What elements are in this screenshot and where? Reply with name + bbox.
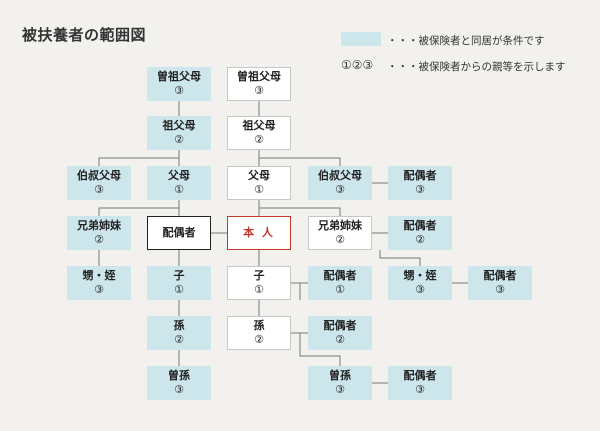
- node-label: 曽祖父母: [157, 70, 201, 83]
- node-label: 孫: [173, 319, 185, 332]
- node-label: 孫: [253, 319, 265, 332]
- node-degree: ③: [415, 283, 425, 296]
- node-degree: ③: [94, 283, 104, 296]
- node-label: 兄弟姉妹: [77, 219, 121, 232]
- node-degree: ②: [254, 133, 264, 146]
- node-label: 父母: [168, 169, 190, 182]
- legend-cohabitation-text: ・・・被保険者と同居が条件です: [387, 35, 545, 47]
- node-degree: ③: [254, 84, 264, 97]
- node-label: 祖父母: [242, 119, 276, 132]
- node-label: 曽孫: [329, 369, 351, 382]
- node-degree: ③: [335, 183, 345, 196]
- node-spouse: 配偶者: [147, 216, 211, 250]
- node-degree: ②: [174, 333, 184, 346]
- node-label: 伯叔父母: [318, 169, 362, 182]
- node-label: 配偶者: [323, 319, 357, 332]
- node-label: 父母: [248, 169, 270, 182]
- node-label: 祖父母: [162, 119, 196, 132]
- node-degree: ②: [94, 233, 104, 246]
- node-label: 配偶者: [483, 269, 517, 282]
- node-degree: ②: [254, 333, 264, 346]
- node-degree: ③: [415, 183, 425, 196]
- node-degree: ①: [335, 283, 345, 296]
- node-label: 子: [253, 269, 265, 282]
- node-degree: ①: [254, 283, 264, 296]
- node-label: 曽孫: [168, 369, 190, 382]
- connector-line: [259, 207, 341, 216]
- connector-line: [98, 157, 179, 166]
- node-label: 子: [173, 269, 185, 282]
- node-degree: ③: [335, 383, 345, 396]
- connector-line: [299, 333, 341, 366]
- node-degree: ③: [174, 383, 184, 396]
- legend-number-marks: ①②③: [341, 58, 374, 72]
- node-label: 配偶者: [162, 226, 196, 239]
- node-label: 配偶者: [403, 169, 437, 182]
- node-label: 兄弟姉妹: [318, 219, 362, 232]
- node-degree: ③: [174, 84, 184, 97]
- node-label: 甥・姪: [403, 269, 437, 282]
- node-degree: ②: [415, 233, 425, 246]
- connector-line: [379, 250, 421, 266]
- node-degree: ①: [254, 183, 264, 196]
- connector-line: [259, 157, 341, 166]
- node-degree: ③: [94, 183, 104, 196]
- node-label: 配偶者: [403, 369, 437, 382]
- node-label: 伯叔父母: [77, 169, 121, 182]
- node-label: 曽祖父母: [237, 70, 281, 83]
- node-degree: ③: [415, 383, 425, 396]
- legend-cohabitation-swatch: [341, 32, 381, 46]
- page-title: 被扶養者の範囲図: [22, 26, 147, 44]
- node-degree: ①: [174, 183, 184, 196]
- legend-number-text: ・・・被保険者からの親等を示します: [387, 61, 566, 73]
- node-degree: ①: [174, 283, 184, 296]
- node-label: 配偶者: [403, 219, 437, 232]
- connector-line: [98, 207, 179, 216]
- node-label: 甥・姪: [82, 269, 116, 282]
- node-self: 本 人: [227, 216, 291, 250]
- node-degree: ②: [174, 133, 184, 146]
- node-degree: ②: [335, 233, 345, 246]
- node-label: 本 人: [243, 226, 275, 239]
- node-label: 配偶者: [323, 269, 357, 282]
- node-degree: ②: [335, 333, 345, 346]
- node-degree: ③: [495, 283, 505, 296]
